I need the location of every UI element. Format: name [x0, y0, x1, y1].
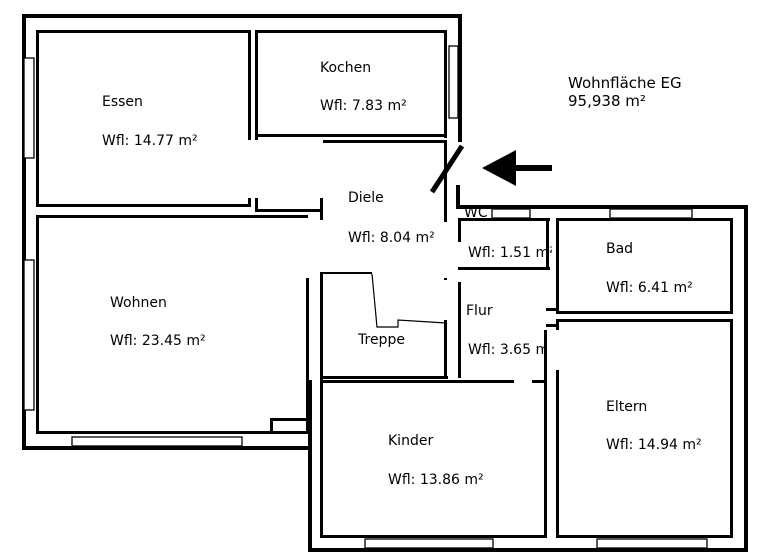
wall-flur-stub-2 — [546, 324, 558, 327]
wall-wc-top — [458, 218, 550, 221]
wall-wc-left — [458, 218, 461, 242]
wall-wohnen-right — [306, 278, 309, 434]
room-eltern-name: Eltern — [606, 399, 648, 415]
wall-kinder-right — [544, 380, 547, 538]
room-wc-area: Wfl: 1.51 m² — [468, 245, 552, 261]
room-bad-name: Bad — [606, 241, 634, 257]
outer-wall-right — [744, 205, 748, 552]
wall-diele-top — [322, 140, 446, 143]
wall-essen-top — [36, 30, 250, 33]
wall-eltern-right — [730, 319, 733, 538]
wall-treppe-left — [320, 272, 323, 380]
door-essen-diele — [245, 140, 323, 198]
wall-treppe-top — [320, 272, 372, 274]
room-kochen-name: Kochen — [320, 60, 372, 76]
wall-bad-right — [730, 218, 733, 314]
room-wc-name: WC — [464, 205, 488, 221]
outer-wall-entry-side — [456, 185, 460, 209]
wall-kochen-right — [444, 30, 447, 138]
wall-diele-right — [444, 140, 447, 280]
wall-flur-right — [544, 330, 547, 380]
wall-eltern-left — [556, 319, 559, 538]
window-wc-top — [491, 208, 531, 219]
room-kochen-area: Wfl: 7.83 m² — [320, 98, 407, 114]
room-essen-name: Essen — [102, 94, 143, 110]
wall-kochen-bottom — [255, 134, 447, 137]
wall-wohnen-bottom — [36, 431, 312, 434]
stair-outline — [371, 273, 447, 328]
wall-kinder-door-stub — [530, 380, 546, 383]
room-diele-name: Diele — [348, 190, 384, 206]
window-kochen-right — [448, 45, 459, 119]
wall-wc-bottom — [458, 267, 550, 270]
window-bad-top — [609, 208, 693, 219]
room-flur-name: Flur — [466, 303, 493, 319]
outer-wall-bottom-left — [22, 446, 312, 450]
window-kinder-bottom — [364, 538, 494, 549]
wall-bad-top — [556, 218, 732, 221]
outer-wall-right-top — [456, 205, 748, 209]
wall-wohnen-left — [36, 215, 39, 433]
room-wohnen-area: Wfl: 23.45 m² — [110, 333, 206, 349]
wall-kinder-top-left — [320, 380, 514, 383]
room-essen-area: Wfl: 14.77 m² — [102, 133, 198, 149]
door-eltern — [552, 330, 560, 370]
wall-bad-left — [556, 218, 559, 314]
wall-bad-bottom — [556, 311, 733, 314]
outer-wall-right-upper — [458, 14, 462, 142]
wall-treppe-bottom — [320, 376, 448, 379]
window-essen-left — [23, 57, 35, 159]
door-kinder — [514, 372, 532, 384]
wall-eltern-bottom — [556, 535, 733, 538]
room-kinder-name: Kinder — [388, 433, 434, 449]
outer-wall-bottom — [308, 548, 748, 552]
wall-flur-stub — [546, 308, 558, 311]
wall-essen-bottom — [36, 204, 250, 207]
wall-wc-right — [546, 218, 549, 270]
wall-kinder-bottom — [320, 535, 546, 538]
room-bad-area: Wfl: 6.41 m² — [606, 280, 693, 296]
outer-wall-top — [22, 14, 462, 18]
wall-kochen-top — [255, 30, 447, 33]
window-wohnen-left — [23, 259, 35, 411]
wall-kochen-step — [255, 209, 323, 212]
wall-wohnen-top — [36, 215, 308, 218]
wall-treppe-right — [444, 320, 447, 378]
wall-wohnen-nook-side — [270, 418, 273, 434]
door-diele-flur — [440, 222, 454, 278]
wall-essen-left — [36, 30, 39, 207]
plan-total-area: 95,938 m² — [568, 92, 646, 110]
wall-kochen-left — [255, 30, 258, 212]
window-wohnen-bottom — [71, 436, 243, 447]
outer-wall-left — [22, 14, 26, 450]
wall-flur-left — [458, 282, 461, 378]
wall-wohnen-nook — [270, 418, 310, 421]
room-diele-area: Wfl: 8.04 m² — [348, 230, 435, 246]
room-flur-area: Wfl: 3.65 m² — [468, 342, 544, 358]
outer-wall-step-down — [308, 380, 312, 552]
window-eltern-bottom — [596, 538, 708, 549]
room-eltern-area: Wfl: 14.94 m² — [606, 437, 702, 453]
wall-eltern-top — [556, 319, 733, 322]
room-kinder-area: Wfl: 13.86 m² — [388, 472, 484, 488]
room-treppe-name: Treppe — [358, 332, 405, 348]
arrow-left-icon — [482, 150, 552, 186]
room-wohnen-name: Wohnen — [110, 295, 167, 311]
wall-kinder-left — [320, 380, 323, 538]
plan-title: Wohnfläche EG — [568, 74, 682, 92]
entrance-door-leaf — [429, 144, 465, 194]
wall-essen-right — [248, 30, 251, 207]
